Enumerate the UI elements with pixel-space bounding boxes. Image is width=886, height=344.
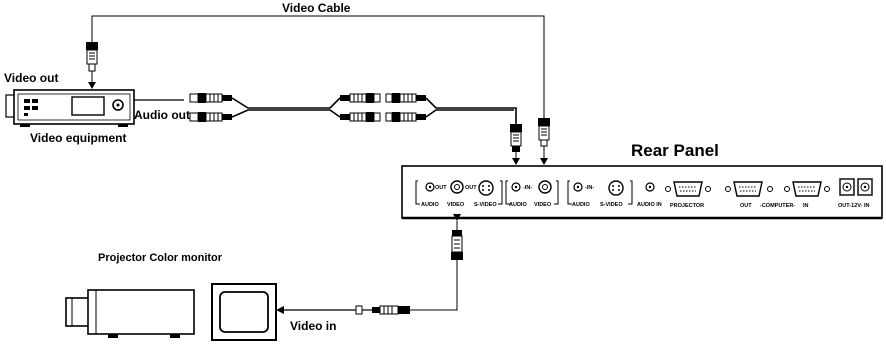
audio-label-3: AUDIO (572, 202, 590, 208)
projector-label: PROJECTOR (670, 203, 704, 209)
computer-label: -COMPUTER- (760, 203, 795, 209)
computer-out-port (733, 181, 763, 197)
audio-out-label: Audio out (134, 108, 190, 122)
audio-plug-into-panel (510, 124, 522, 165)
audio-label-1: AUDIO (421, 202, 439, 208)
projector-icon (65, 289, 195, 338)
rca-cable-left (189, 93, 232, 122)
computer-in-port (792, 181, 822, 197)
audio-in-label: AUDIO IN (637, 202, 662, 208)
input-svideo-jack (608, 180, 624, 196)
panel-12v-ports: OUT-12V- IN (838, 178, 873, 209)
video-in-label: Video in (290, 319, 336, 333)
projector-color-monitor-label: Projector Color monitor (98, 252, 223, 264)
video-plug-left (86, 42, 98, 89)
panel-computer-ports: OUT -COMPUTER- IN (725, 181, 830, 209)
video-out-label: Video out (4, 71, 58, 85)
video-out-cable (276, 214, 463, 315)
panel-input-av-group: -IN- AUDIO VIDEO (505, 180, 559, 208)
video-plug-right (538, 118, 550, 165)
monitor-icon (211, 283, 277, 341)
audio-label-2: AUDIO (509, 202, 527, 208)
projector-vga-port (673, 181, 703, 197)
panel-projector-port: PROJECTOR (665, 181, 711, 209)
video-label-2: VIDEO (534, 202, 552, 208)
rear-panel-label: Rear Panel (631, 141, 719, 160)
panel-audio-in: AUDIO IN (637, 182, 662, 208)
video-cable (91, 15, 545, 118)
output-svideo-jack (478, 180, 494, 196)
in-label-2: -IN- (585, 185, 594, 191)
out-label-3: OUT (740, 203, 752, 209)
out-12v-in-label: OUT-12V- IN (838, 203, 870, 209)
rca-wires (231, 97, 341, 118)
video-cable-label: Video Cable (282, 1, 351, 15)
svideo-label-2: S-VIDEO (600, 202, 623, 208)
svideo-label-1: S-VIDEO (474, 202, 497, 208)
in-label-1: -IN- (523, 185, 532, 191)
out-label-1: OUT (435, 185, 447, 191)
rca-cable-right (385, 93, 517, 124)
rca-cable-middle (340, 93, 381, 122)
video-equipment-label: Video equipment (30, 131, 126, 145)
video-label-1: VIDEO (447, 202, 465, 208)
panel-output-group: OUT OUT AUDIO VIDEO S-VIDEO (415, 180, 503, 208)
vcr-icon (5, 89, 135, 127)
panel-input-svideo-group: -IN- AUDIO S-VIDEO (567, 180, 633, 208)
in-label-3: IN (803, 203, 809, 209)
out-label-2: OUT (465, 185, 477, 191)
